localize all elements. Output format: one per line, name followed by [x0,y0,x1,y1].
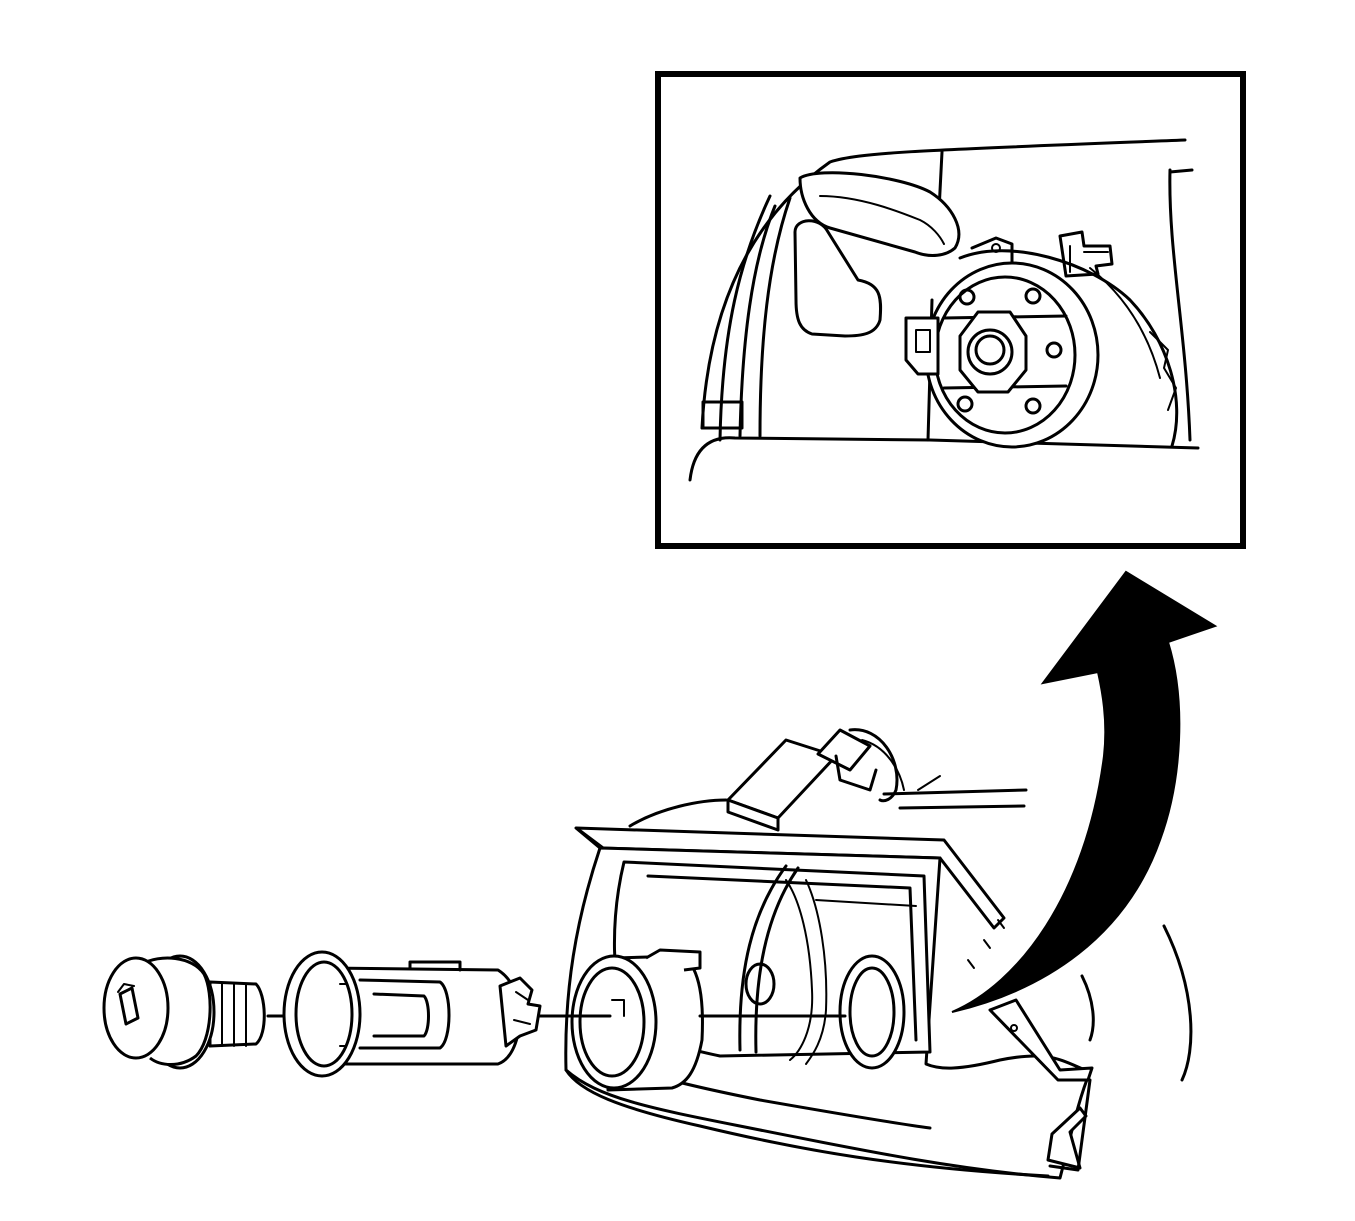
bezel-inner-web [785,879,814,1061]
bezel-inner-rim [646,874,918,1042]
bezel-inner-web-2 [805,879,828,1065]
inset-hole-3 [1045,341,1063,359]
inset-inner-curve-3 [758,196,792,438]
housing-slot-outer [358,978,451,1050]
inset-lever-line [819,195,945,245]
inset-ear [970,236,1014,264]
inset-housing-rib [1089,267,1161,379]
inset-lower-panel-edge [688,436,932,482]
inset-terminal [904,316,940,376]
ring-tab [645,948,702,972]
bezel-flange-edge [579,829,605,849]
inset-hole-1 [958,288,976,306]
inset-upper-panel-edge [700,138,1187,430]
bezel-large-opening-rim [848,966,896,1058]
bezel-small-hole [744,962,776,1006]
bezel-top-line [882,788,1028,796]
bezel-inner-curve-2 [754,866,800,1054]
bezel-bottom-edge [564,1068,1050,1178]
mounting-ring [570,948,704,1092]
inset-hole-5 [956,395,974,413]
knob-shaft [208,980,266,1048]
bezel-lower-corner [1048,1078,1092,1172]
wire-3 [917,775,941,791]
bezel-trim-screw [1010,1024,1018,1032]
housing-dimples [339,983,347,1047]
connector-block-side [726,798,780,832]
bezel-web-top [815,899,917,907]
ring-face [570,954,658,1090]
wire-connector [726,728,941,832]
motion-mark-2 [1162,924,1193,1082]
housing-top-clip [408,960,462,972]
bezel-lower-tab [1046,1106,1088,1170]
connector-body-edge [834,754,878,792]
bezel-top-line-2 [898,804,1026,810]
connector-latch [816,728,872,772]
lighter-knob [102,954,266,1070]
inset-clip-detail [1069,245,1109,273]
detail-view-inset [655,71,1246,549]
knob-shaft-rings [221,983,247,1047]
housing-terminal [498,976,542,1048]
inset-tab [701,400,744,430]
inset-bracket [793,219,883,338]
ring-inner-mark [611,999,625,1017]
bezel-upper-contour [628,798,728,828]
inset-right-corner [1168,168,1194,174]
wire-2 [861,739,905,791]
inset-bottom-line [928,438,1200,450]
lighter-housing [282,950,542,1078]
inset-housing-teeth [1149,331,1177,411]
direction-arrow [951,570,1218,1013]
housing-slot-inner [372,992,430,1038]
bezel-inner-curve-1 [738,864,788,1052]
inset-terminal-slot [915,329,931,353]
inset-right-edge [1168,168,1192,442]
inset-hole-2 [1024,287,1042,305]
housing-terminal-detail [513,991,531,1025]
knob-indicator-arrow [117,983,135,993]
inset-hole-4 [1024,397,1042,415]
housing-flange-inner [294,960,354,1068]
inset-nut-bore [974,334,1006,366]
motion-mark-1 [1080,974,1095,1042]
wire-1 [848,728,899,803]
ring-bore [578,966,646,1078]
knob-indicator [118,986,140,1026]
bezel-trim-detail [1015,999,1025,1013]
bezel-flange-marks [967,919,1005,969]
inset-ear-hole [991,243,1001,253]
arrow-shape [951,570,1218,1013]
